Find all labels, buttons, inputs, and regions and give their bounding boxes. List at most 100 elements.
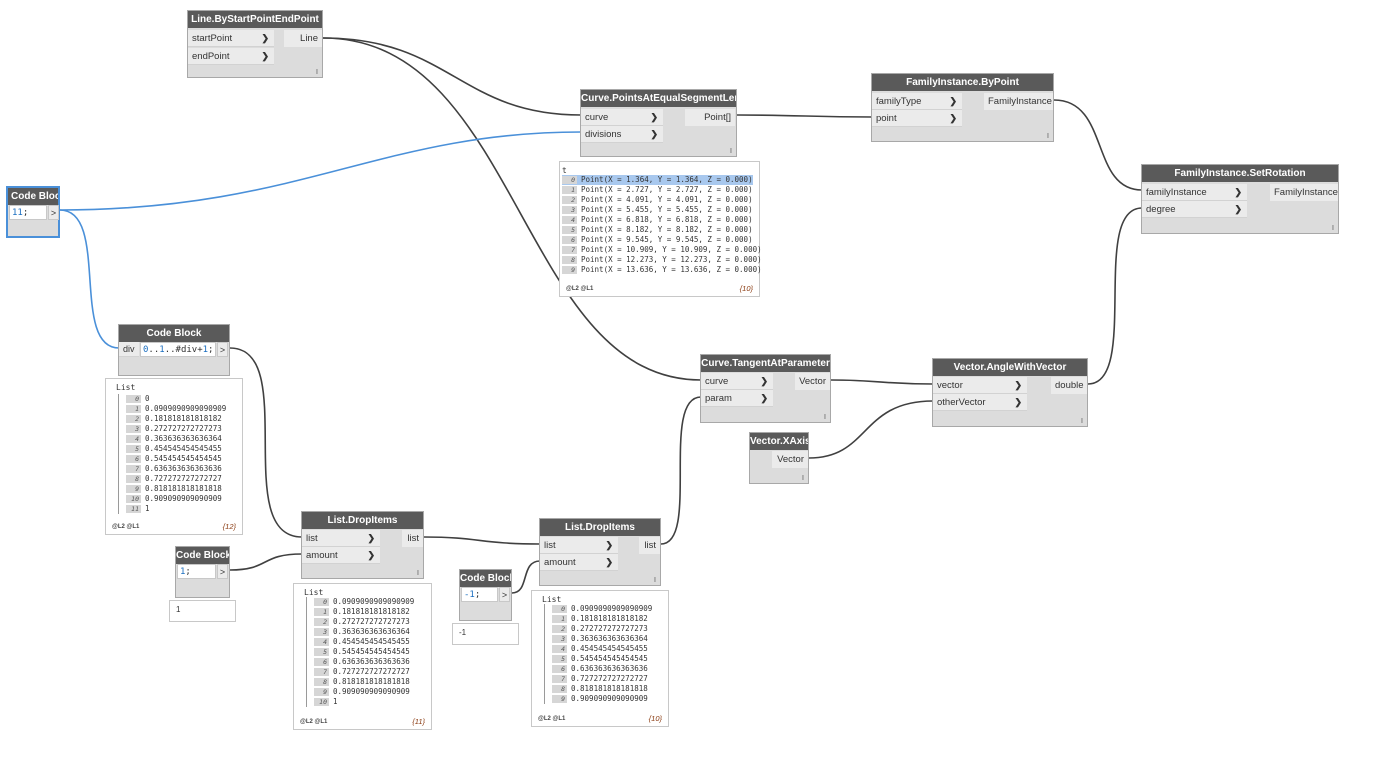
input-othervector[interactable]: otherVector❯ [933,394,1027,411]
lacing-indicator[interactable]: I [654,577,656,584]
code-editor[interactable]: -1; [461,587,498,602]
wire-line-to-curve[interactable] [322,37,582,116]
node-points-at-equal-segment-length[interactable]: Curve.PointsAtEqualSegmentLength curve❯ … [580,89,737,157]
output-vector[interactable]: Vector [772,451,808,468]
code-editor[interactable]: 1; [177,564,216,579]
input-amount[interactable]: amount❯ [302,547,380,564]
input-curve[interactable]: curve❯ [581,109,663,126]
output-line[interactable]: Line [284,30,322,47]
node-curve-tangent-at-parameter[interactable]: Curve.TangentAtParameter curve❯ param❯ V… [700,354,831,423]
output-points[interactable]: Point[] [685,109,735,126]
node-list-drop-items-2[interactable]: List.DropItems list❯ amount❯ list I [539,518,661,586]
node-vector-angle-with-vector[interactable]: Vector.AngleWithVector vector❯ otherVect… [932,358,1088,427]
code-output-port[interactable]: > [499,587,510,602]
wire-code1-to-drop1-amount[interactable] [229,553,303,571]
lacing-indicator[interactable]: I [1047,133,1049,140]
wire-drop1-to-drop2-list[interactable] [423,536,541,545]
code-output-port[interactable]: > [48,205,59,220]
input-startpoint[interactable]: startPoint❯ [188,30,274,47]
input-list[interactable]: list❯ [302,530,380,547]
node-code-block-divisions[interactable]: Code Block 11; > [6,186,60,238]
output-list[interactable]: list [639,537,660,554]
node-code-block-amount-1[interactable]: Code Block 1; > [175,546,230,598]
code-output-port[interactable]: > [217,342,228,357]
output-vector[interactable]: Vector [795,373,830,390]
input-point[interactable]: point❯ [872,110,962,127]
wire-codeneg1-to-drop2-amount[interactable] [511,560,541,594]
input-vector[interactable]: vector❯ [933,377,1027,394]
node-family-instance-set-rotation[interactable]: FamilyInstance.SetRotation familyInstanc… [1141,164,1339,234]
code-editor[interactable]: 0..1..#div+1; [140,342,216,357]
wire-line-to-tangent-curve[interactable] [322,37,702,381]
wire-drop2-to-tangent-param[interactable] [660,396,702,545]
wire-code11-to-divisions[interactable] [59,131,582,211]
input-amount[interactable]: amount❯ [540,554,618,571]
node-code-block-amount-neg1[interactable]: Code Block -1; > [459,569,512,621]
input-curve[interactable]: curve❯ [701,373,773,390]
wire-familypoint-to-setrotation[interactable] [1053,99,1143,191]
code-editor[interactable]: 11; [9,205,47,220]
lacing-indicator[interactable]: I [316,69,318,76]
input-param[interactable]: param❯ [701,390,773,407]
wire-tangent-to-angle-vector[interactable] [830,379,934,385]
node-list-drop-items-1[interactable]: List.DropItems list❯ amount❯ list I [301,511,424,579]
input-familytype[interactable]: familyType❯ [872,93,962,110]
lacing-indicator[interactable]: I [824,414,826,421]
wire-angle-to-degree[interactable] [1087,207,1143,385]
wire-code11-to-div[interactable] [59,209,120,349]
wire-range-to-drop1-list[interactable] [229,347,303,538]
output-family-instance[interactable]: FamilyInstance [984,93,1053,110]
lacing-indicator[interactable]: I [802,475,804,482]
input-list[interactable]: list❯ [540,537,618,554]
node-line-by-start-end[interactable]: Line.ByStartPointEndPoint startPoint❯ en… [187,10,323,78]
lacing-indicator[interactable]: I [1081,418,1083,425]
input-endpoint[interactable]: endPoint❯ [188,48,274,65]
output-list[interactable]: list [402,530,423,547]
node-family-instance-by-point[interactable]: FamilyInstance.ByPoint familyType❯ point… [871,73,1054,142]
output-family-instance[interactable]: FamilyInstance [1270,184,1338,201]
input-degree[interactable]: degree❯ [1142,201,1247,218]
input-div[interactable]: div [119,342,139,357]
wire-points-to-familypoint[interactable] [736,114,873,118]
lacing-indicator[interactable]: I [1332,225,1334,232]
